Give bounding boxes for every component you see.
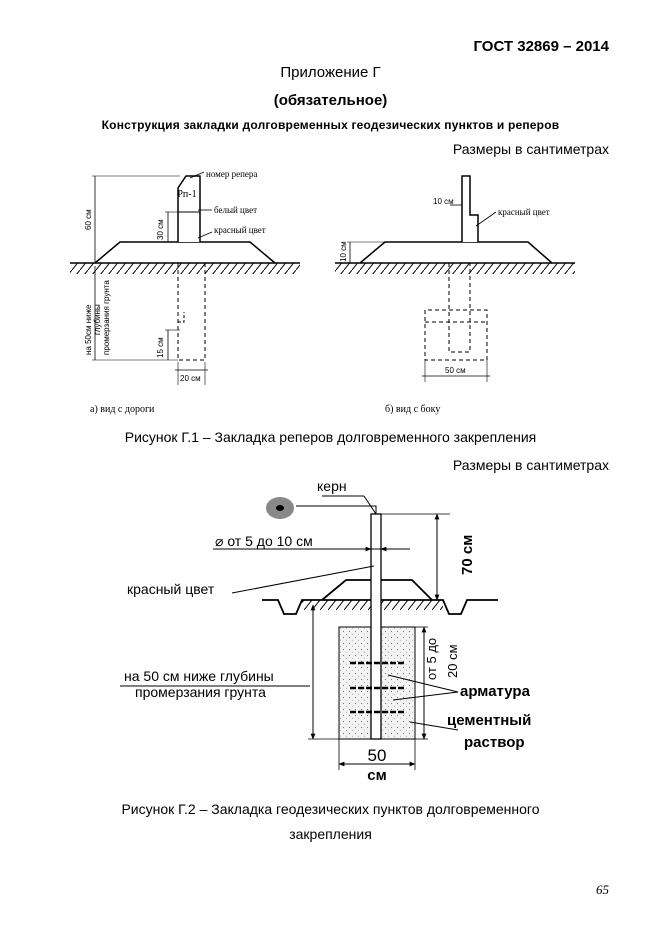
depth-label-2-2: промерзания грунта xyxy=(135,684,266,700)
marker-label: Рп-1 xyxy=(177,189,196,200)
dim-60: 60 см xyxy=(84,209,93,230)
label-core: керн xyxy=(317,478,347,494)
view-a-drawing xyxy=(70,171,300,385)
view-a-label: а) вид с дороги xyxy=(90,404,155,415)
depth-label-1: на 50см ниже xyxy=(84,304,93,355)
dim-20: 20 см xyxy=(445,644,460,678)
label-red-2: красный цвет xyxy=(127,581,215,597)
label-cement-2: раствор xyxy=(464,734,525,751)
page-number: 65 xyxy=(596,882,609,897)
figure-2-caption-line-2: закрепления xyxy=(289,826,372,842)
appendix-status: (обязательное) xyxy=(273,92,388,109)
standard-id: ГОСТ 32869 – 2014 xyxy=(473,38,609,55)
figure-1-caption: Рисунок Г.1 – Закладка реперов долговрем… xyxy=(124,429,537,445)
dim-from-5: от 5 до xyxy=(424,638,439,680)
label-red-a: красный цвет xyxy=(214,225,266,235)
label-rebar: арматура xyxy=(460,683,531,700)
section-heading: Конструкция закладки долговременных геод… xyxy=(101,118,560,132)
label-diameter: ⌀ от 5 до 10 см xyxy=(215,533,313,549)
appendix-title: Приложение Г xyxy=(280,64,381,81)
view-b-drawing xyxy=(335,175,575,382)
label-white: белый цвет xyxy=(214,205,257,215)
label-cement-1: цементный xyxy=(447,712,531,729)
figure-2-caption-line-1: Рисунок Г.2 – Закладка геодезических пун… xyxy=(121,801,540,817)
units-note-1: Размеры в сантиметрах xyxy=(452,141,609,157)
dim-50-b: 50 см xyxy=(445,366,466,375)
dim-20: 20 см xyxy=(180,374,201,383)
dim-10-side: 10 см xyxy=(339,241,348,262)
dim-10-top: 10 см xyxy=(433,197,454,206)
dim-50-value: 50 xyxy=(368,746,387,765)
dim-50-unit: см xyxy=(367,767,386,784)
view-b-label: б) вид с боку xyxy=(385,404,440,415)
dim-70: 70 см xyxy=(459,535,476,575)
depth-label-2-1: на 50 см ниже глубины xyxy=(124,668,274,684)
label-number: номер репера xyxy=(206,169,257,179)
dim-15: 15 см xyxy=(156,337,165,358)
dim-30: 30 см xyxy=(156,219,165,240)
depth-label-2: глубины xyxy=(93,304,102,335)
depth-label-3: промерзания грунта xyxy=(102,280,111,355)
label-red-b: красный цвет xyxy=(498,207,550,217)
units-note-2: Размеры в сантиметрах xyxy=(452,457,609,473)
figure-2-drawing xyxy=(120,495,498,770)
